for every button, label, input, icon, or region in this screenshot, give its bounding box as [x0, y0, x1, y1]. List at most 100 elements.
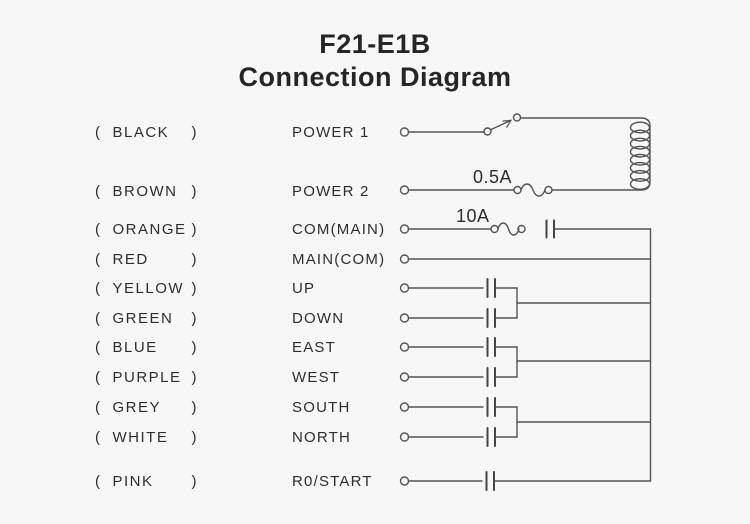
paren-open: (: [95, 338, 102, 356]
terminal-label: NORTH: [292, 428, 352, 446]
fuse-10a-icon: [490, 222, 526, 236]
paren-close: ): [191, 398, 198, 416]
fuse-10a-label: 10A: [456, 206, 490, 226]
paren-open: (: [95, 279, 102, 297]
wire-color-label: ( RED): [95, 251, 198, 268]
paren-close: ): [191, 309, 198, 327]
paren-close: ): [191, 182, 198, 200]
paren-open: (: [95, 472, 102, 490]
row-north: ( WHITE) NORTH: [95, 426, 407, 448]
row-power2: (BROWN) POWER 2: [95, 180, 407, 202]
row-up: ( YELLOW) UP: [95, 277, 407, 299]
wire-color-label: ( PINK): [95, 473, 198, 490]
com-main-wire: [399, 224, 492, 234]
terminal-circle: [399, 432, 410, 442]
wire-color-label: (BROWN): [95, 183, 198, 200]
wire-color-name: PINK: [112, 472, 154, 490]
r0-start-wire: [399, 471, 652, 491]
wire-color-label: ( BLACK): [95, 124, 198, 141]
wire-color-name: BROWN: [112, 182, 178, 200]
wire-color-label: ( BLUE): [95, 339, 198, 356]
wire-color-label: ( GREY): [95, 399, 198, 416]
wire-color-label: ( GREEN): [95, 310, 198, 327]
terminal-label: UP: [292, 279, 316, 297]
terminal-label: POWER 2: [292, 182, 370, 200]
row-down: ( GREEN) DOWN: [95, 307, 407, 329]
paren-close: ): [191, 250, 198, 268]
contact-icon: [545, 219, 555, 239]
east-west-pair: [399, 337, 652, 387]
wire-color-name: GREEN: [112, 309, 174, 327]
wire-color-label: ( WHITE): [95, 429, 198, 446]
wire-color-name: BLUE: [112, 338, 158, 356]
row-east: ( BLUE) EAST: [95, 336, 407, 358]
terminal-circle: [399, 127, 410, 137]
terminal-circle: [399, 342, 410, 352]
terminal-circle: [399, 402, 410, 412]
terminal-label: DOWN: [292, 309, 345, 327]
paren-open: (: [95, 309, 102, 327]
terminal-label: EAST: [292, 338, 336, 356]
paren-close: ): [191, 220, 198, 238]
wire-color-label: ( YELLOW): [95, 280, 198, 297]
fuse-0-5a-label: 0.5A: [473, 167, 512, 187]
paren-close: ): [191, 428, 198, 446]
fuse-0-5a-icon: [513, 183, 553, 197]
row-r0-start: ( PINK) R0/START: [95, 470, 407, 492]
paren-close: ): [191, 472, 198, 490]
contact-icon: [486, 367, 496, 387]
wire-color-label: ( PURPLE): [95, 369, 198, 386]
terminal-circle: [399, 476, 410, 486]
terminal-label: COM(MAIN): [292, 220, 386, 238]
paren-open: (: [95, 368, 102, 386]
up-down-pair: [399, 278, 652, 328]
wire-color-label: ( ORANGE): [95, 221, 198, 238]
paren-close: ): [191, 338, 198, 356]
row-south: ( GREY) SOUTH: [95, 396, 407, 418]
contact-icon: [485, 471, 495, 491]
wire-color-name: YELLOW: [112, 279, 185, 297]
row-com-main: ( ORANGE) COM(MAIN): [95, 218, 407, 240]
wire-color-name: GREY: [112, 398, 162, 416]
terminal-circle: [399, 254, 410, 264]
contact-icon: [486, 278, 496, 298]
row-main-com: ( RED) MAIN(COM): [95, 248, 407, 270]
paren-open: (: [95, 220, 102, 238]
power2-wire: [399, 185, 515, 195]
wire-color-name: BLACK: [112, 123, 170, 141]
terminal-label: POWER 1: [292, 123, 370, 141]
terminal-circle: [399, 372, 410, 382]
power1-wire: [399, 127, 485, 137]
paren-open: (: [95, 398, 102, 416]
contact-icon: [486, 337, 496, 357]
main-com-wire: [399, 254, 652, 264]
diagram-title: F21-E1B Connection Diagram: [0, 28, 750, 94]
terminal-label: SOUTH: [292, 398, 351, 416]
wire-color-name: RED: [112, 250, 149, 268]
contact-icon: [486, 427, 496, 447]
paren-close: ): [191, 123, 198, 141]
terminal-label: WEST: [292, 368, 341, 386]
terminal-circle: [399, 185, 410, 195]
paren-open: (: [95, 428, 102, 446]
terminal-circle: [399, 283, 410, 293]
paren-open: (: [95, 123, 102, 141]
paren-open: (: [95, 250, 102, 268]
paren-close: ): [191, 279, 198, 297]
contact-icon: [486, 397, 496, 417]
paren-close: ): [191, 368, 198, 386]
wire-color-name: PURPLE: [112, 368, 182, 386]
wire-color-name: ORANGE: [112, 220, 187, 238]
switch-icon: [483, 113, 522, 136]
terminal-label: R0/START: [292, 472, 373, 490]
terminal-circle: [399, 313, 410, 323]
relay-coil-icon: [519, 117, 651, 191]
model-name: F21-E1B: [319, 29, 431, 59]
row-west: ( PURPLE) WEST: [95, 366, 407, 388]
south-north-pair: [399, 397, 652, 447]
wire-color-name: WHITE: [112, 428, 169, 446]
diagram-subtitle: Connection Diagram: [238, 62, 512, 92]
terminal-label: MAIN(COM): [292, 250, 386, 268]
